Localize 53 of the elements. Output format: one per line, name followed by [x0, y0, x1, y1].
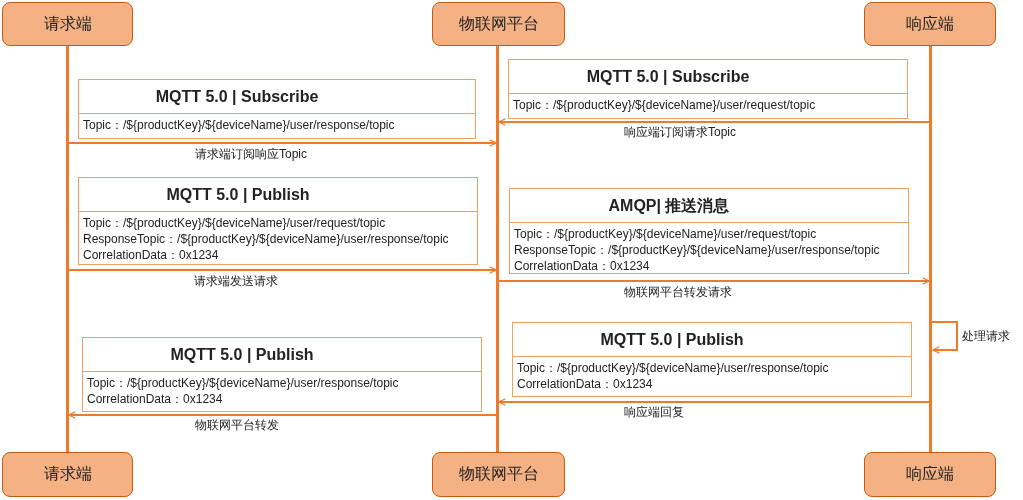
- message-arrow: [498, 118, 930, 126]
- message-arrow: [68, 139, 497, 147]
- participant-name: 物联网平台: [458, 13, 539, 34]
- message-title: MQTT 5.0 | Publish: [166, 186, 310, 203]
- message-field: CorrelationData：0x1234: [87, 392, 223, 406]
- participant-box: [2, 452, 133, 497]
- message-field: CorrelationData：0x1234: [517, 377, 653, 391]
- message-title: MQTT 5.0 | Publish: [170, 346, 314, 363]
- message-box: [512, 322, 912, 397]
- lifeline: [929, 46, 932, 452]
- participant-name: 响应端: [906, 13, 954, 34]
- participant-box: [432, 452, 565, 497]
- message-box: [508, 59, 908, 119]
- message-field: Topic：/${productKey}/${deviceName}/user/request/topic: [83, 216, 386, 230]
- lifeline: [66, 46, 69, 452]
- message-field: CorrelationData：0x1234: [83, 248, 219, 262]
- message-title: AMQP| 推送消息: [608, 197, 730, 214]
- message-box: [82, 337, 482, 412]
- message-arrow: [498, 398, 930, 406]
- message-field: Topic：/${productKey}/${deviceName}/user/request/topic: [513, 98, 816, 112]
- message-title: MQTT 5.0 | Subscribe: [155, 88, 319, 105]
- participant-box: [432, 2, 565, 46]
- message-box: [78, 177, 478, 265]
- message-box: [78, 79, 476, 139]
- message-box: [509, 188, 909, 274]
- edge-label: 处理请求: [960, 328, 1012, 345]
- message-arrow: [68, 266, 497, 274]
- edge-label: 请求端订阅响应Topic: [193, 146, 309, 163]
- message-arrow: [68, 411, 497, 419]
- participant-name: 请求端: [43, 464, 92, 484]
- message-arrow: [498, 277, 930, 285]
- message-field: Topic：/${productKey}/${deviceName}/user/request/topic: [514, 227, 817, 241]
- edge-label: 物联网平台转发请求: [622, 284, 734, 301]
- participant-name: 请求端: [43, 13, 92, 34]
- participant-name: 物联网平台: [458, 464, 539, 484]
- participant-box: [864, 2, 996, 46]
- message-field: Topic：/${productKey}/${deviceName}/user/response/topic: [83, 118, 395, 132]
- edge-label: 请求端发送请求: [192, 273, 280, 290]
- self-arrow: [931, 321, 958, 354]
- lifeline: [496, 46, 499, 452]
- edge-label: 响应端回复: [622, 404, 686, 421]
- participant-box: [2, 2, 133, 46]
- message-field: Topic：/${productKey}/${deviceName}/user/response/topic: [517, 361, 829, 375]
- message-field: ResponseTopic：/${productKey}/${deviceName}/user/response/topic: [83, 232, 449, 246]
- message-field: ResponseTopic：/${productKey}/${deviceName}/user/response/topic: [514, 243, 880, 257]
- participant-box: [864, 452, 996, 497]
- edge-label: 响应端订阅请求Topic: [622, 124, 738, 141]
- message-title: MQTT 5.0 | Subscribe: [586, 68, 750, 85]
- message-field: Topic：/${productKey}/${deviceName}/user/response/topic: [87, 376, 399, 390]
- message-title: MQTT 5.0 | Publish: [600, 331, 744, 348]
- edge-label: 物联网平台转发: [193, 417, 281, 434]
- message-field: CorrelationData：0x1234: [514, 259, 650, 273]
- participant-name: 响应端: [906, 464, 954, 484]
